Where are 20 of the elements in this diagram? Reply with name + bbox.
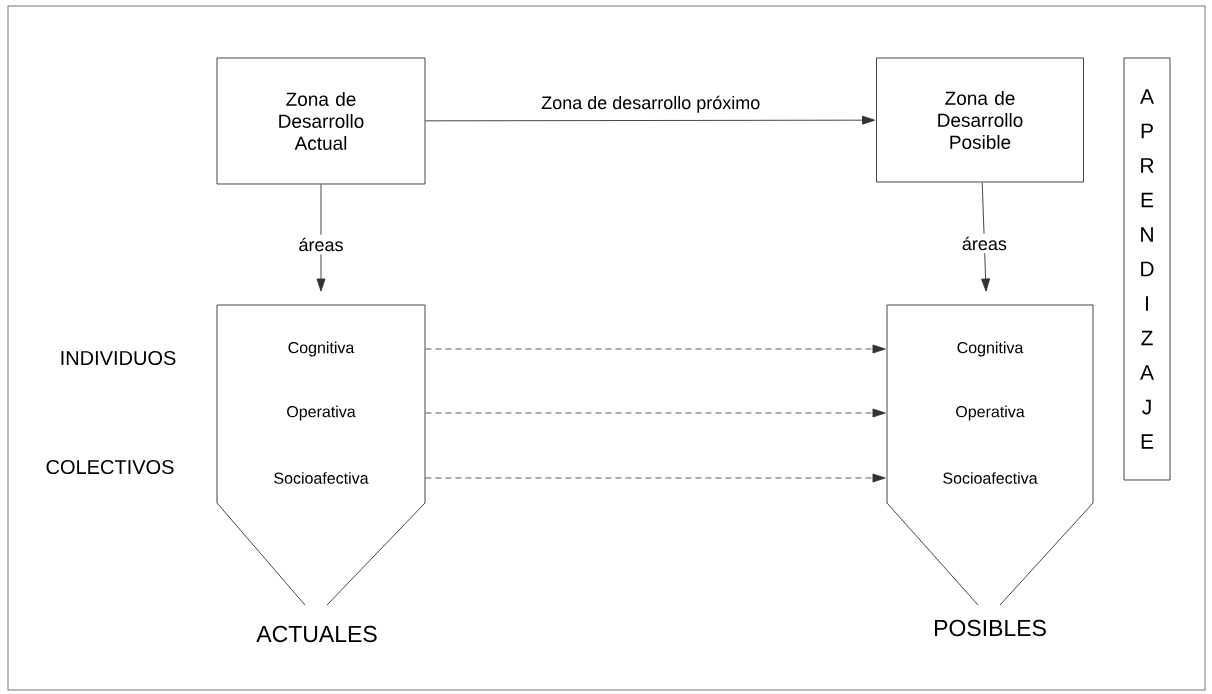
edge-label: áreas xyxy=(958,233,1010,254)
zone-box: Zona de Desarrollo Posible xyxy=(876,57,1084,183)
area-text: Cognitiva xyxy=(288,341,355,357)
side-label: INDIVIDUOS xyxy=(61,350,176,366)
arrow xyxy=(425,408,886,418)
arrow xyxy=(425,115,876,125)
area-text: Operativa xyxy=(956,405,1025,421)
area-text: Socioafectiva xyxy=(274,472,369,484)
area-text: Operativa xyxy=(287,405,356,421)
zone-box: Zona de Desarrollo Actual xyxy=(216,57,426,185)
edge-label: Zona de desarrollo próximo xyxy=(541,95,760,113)
arrow xyxy=(425,344,886,354)
edge-label: áreas xyxy=(295,234,347,255)
area-text: Cognitiva xyxy=(957,341,1024,357)
arrow xyxy=(425,473,886,483)
arrow xyxy=(981,182,991,292)
area-text: Socioafectiva xyxy=(943,472,1038,484)
vertical-word-box: APRENDIZAJE xyxy=(1123,57,1171,481)
side-label: COLECTIVOS xyxy=(46,459,174,475)
arrow xyxy=(316,184,326,292)
